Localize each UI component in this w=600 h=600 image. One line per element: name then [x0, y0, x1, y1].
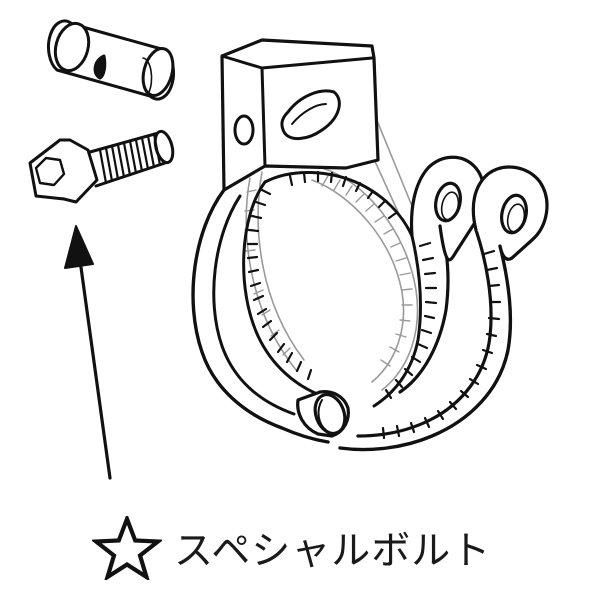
callout-caption: スペシャルボルト — [92, 516, 491, 580]
barrel-nut — [46, 19, 176, 101]
pointer-arrow — [64, 225, 112, 480]
special-bolt-label: スペシャルボルト — [174, 529, 492, 574]
special-bolt — [28, 129, 175, 204]
star-outline-icon — [92, 516, 162, 580]
clamp-band — [191, 38, 549, 452]
